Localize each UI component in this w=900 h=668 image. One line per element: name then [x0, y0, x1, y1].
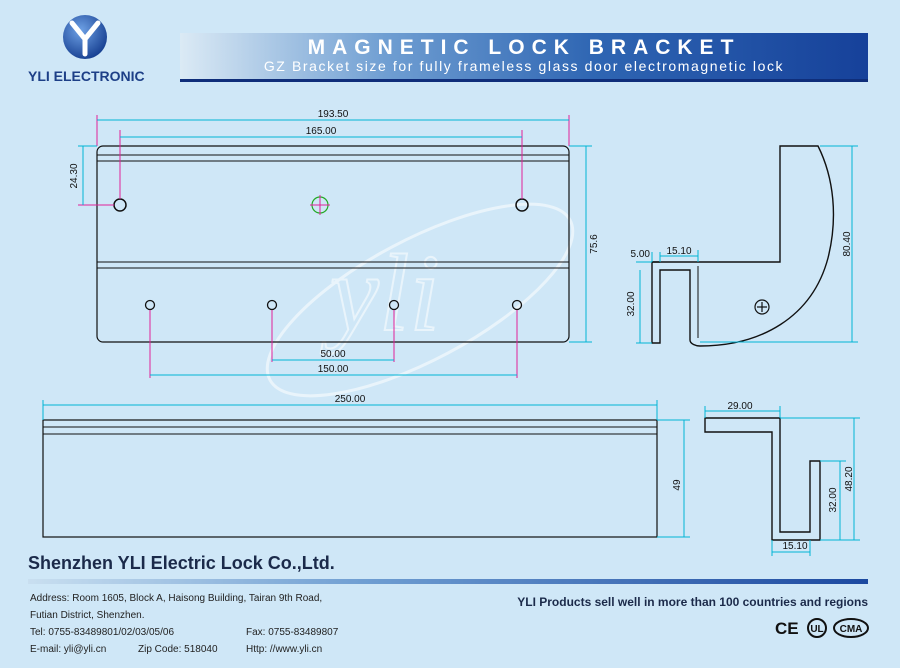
dim-overall-height: 80.40	[842, 231, 853, 256]
zip-code: Zip Code: 518040	[138, 644, 218, 655]
svg-text:UL: UL	[810, 624, 823, 635]
dim-hole-offset: 24.30	[69, 163, 80, 188]
mounting-hole	[144, 299, 156, 311]
company-short-name: YLI ELECTRONIC	[28, 68, 145, 84]
slogan: YLI Products sell well in more than 100 …	[517, 595, 868, 609]
title-banner: MAGNETIC LOCK BRACKET GZ Bracket size fo…	[180, 33, 868, 82]
mounting-hole	[388, 299, 400, 311]
svg-text:CMA: CMA	[840, 624, 863, 635]
mounting-hole	[511, 299, 523, 311]
dim-front-height: 49	[672, 479, 683, 491]
email-address: E-mail: yli@yli.cn	[30, 644, 107, 655]
dim-length: 250.00	[335, 394, 366, 405]
front-view: 250.00 49	[42, 394, 690, 538]
dim-flange-width: 5.00	[631, 249, 651, 260]
dim-gap-width: 15.10	[666, 246, 691, 257]
footer-divider	[28, 579, 868, 584]
mounting-hole	[266, 299, 278, 311]
ul-mark-icon: UL	[807, 618, 827, 638]
dim-end-height: 48.20	[844, 466, 855, 491]
dim-top-width: 29.00	[727, 401, 752, 412]
phone-number: Tel: 0755-83489801/02/03/05/06	[30, 627, 175, 638]
yli-logo-icon	[63, 15, 107, 59]
fax-number: Fax: 0755-83489807	[246, 627, 339, 638]
screw-icon	[754, 299, 770, 315]
end-view: 29.00 32.00 48.20 15.10	[704, 401, 860, 556]
website: Http: //www.yli.cn	[246, 644, 323, 655]
dim-depth: 32.00	[626, 291, 637, 316]
address-line-2: Futian District, Shenzhen.	[30, 610, 145, 621]
page-subtitle: GZ Bracket size for fully frameless glas…	[263, 58, 785, 74]
side-view: 5.00 15.10 32.00 80.40	[626, 145, 858, 347]
center-marker	[310, 195, 330, 215]
yli-watermark: yli	[265, 202, 575, 398]
page-title: MAGNETIC LOCK BRACKET	[307, 36, 741, 59]
dim-overall-width: 193.50	[318, 109, 349, 120]
svg-text:CE: CE	[775, 619, 799, 638]
company-name: Shenzhen YLI Electric Lock Co.,Ltd.	[28, 553, 335, 573]
ce-mark-icon: CE	[775, 619, 799, 638]
yli-logo: YLI ELECTRONIC	[0, 0, 170, 90]
dim-hole-span-inner: 50.00	[320, 349, 345, 360]
dim-hole-span-top: 165.00	[306, 126, 337, 137]
top-view: 193.50 165.00 24.30 75.6 50.00 150.00	[69, 109, 600, 378]
cma-mark-icon: CMA	[833, 618, 869, 638]
address-line-1: Address: Room 1605, Block A, Haisong Bui…	[30, 593, 323, 604]
dim-end-depth: 32.00	[828, 487, 839, 512]
watermark-text: yli	[320, 232, 440, 354]
mounting-hole	[113, 198, 127, 212]
dim-height: 75.6	[589, 234, 600, 254]
dim-end-gap-width: 15.10	[782, 541, 807, 552]
certification-marks: CE UL CMA	[775, 618, 869, 638]
dim-hole-span-outer: 150.00	[318, 364, 349, 375]
